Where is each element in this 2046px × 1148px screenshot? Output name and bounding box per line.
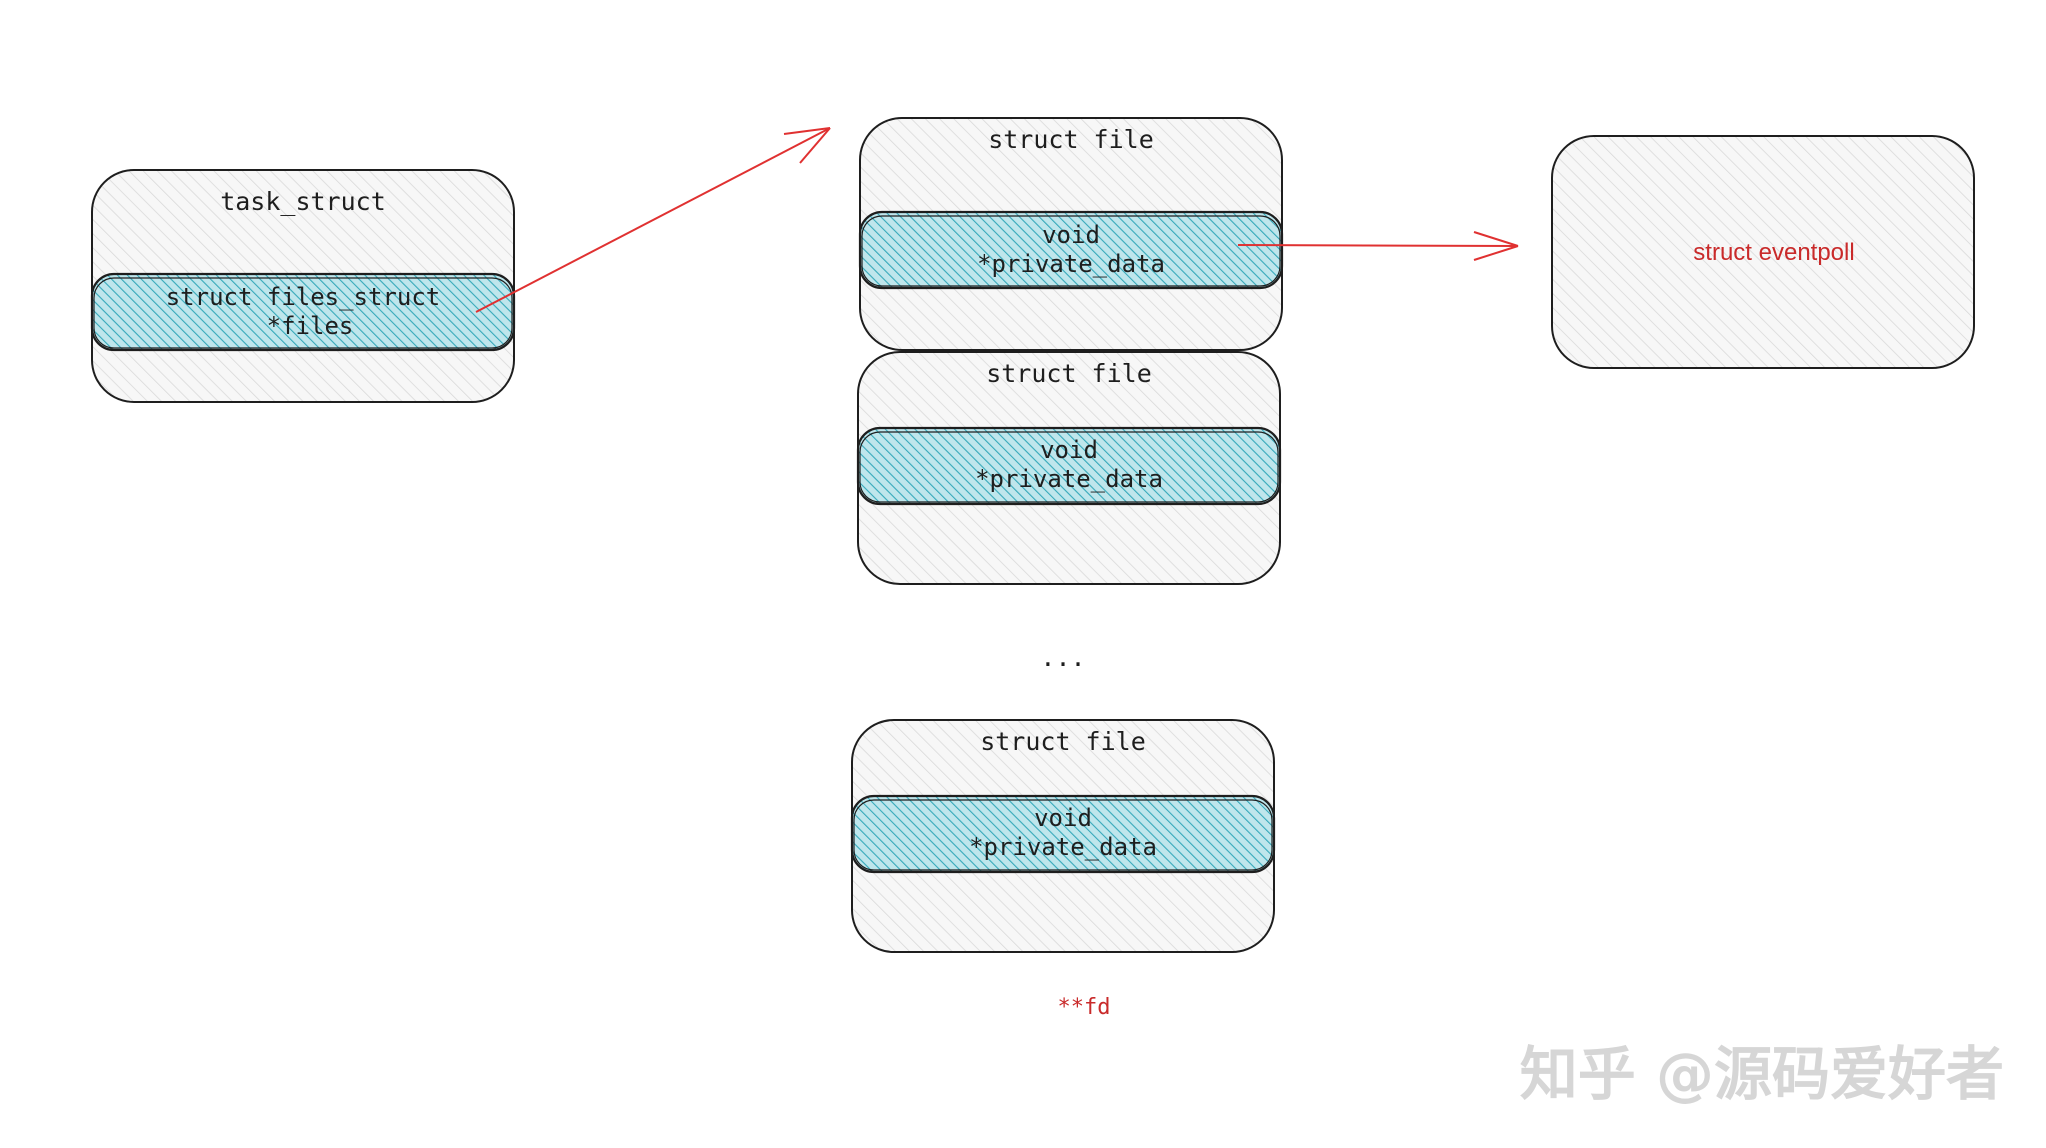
struct-file-box-1[interactable]: struct file void *private_data [858, 117, 1284, 351]
watermark-text: 知乎 @源码爱好者 [1520, 1040, 2004, 1108]
private-data-line1-2: void [1040, 436, 1098, 464]
private-data-line2-3: *private_data [969, 833, 1157, 861]
task-struct-box[interactable]: task_struct struct files_struct *files [90, 169, 516, 403]
files-field-line2: *files [267, 312, 354, 340]
eventpoll-label: struct eventpoll [1693, 239, 1854, 266]
fd-label: **fd [1058, 995, 1111, 1020]
struct-file-title-3: struct file [980, 727, 1146, 756]
files-field[interactable]: struct files_struct *files [90, 272, 516, 352]
private-data-field-2[interactable]: void *private_data [856, 426, 1282, 506]
struct-file-title-1: struct file [988, 125, 1154, 154]
private-data-line2-2: *private_data [975, 465, 1163, 493]
eventpoll-box[interactable]: struct eventpoll [1551, 135, 1975, 369]
private-data-line1-3: void [1034, 804, 1092, 832]
struct-file-title-2: struct file [986, 359, 1152, 388]
task-struct-title: task_struct [220, 187, 386, 216]
files-field-line1: struct files_struct [166, 283, 441, 311]
ellipsis-text: ... [1040, 643, 1085, 672]
struct-file-box-2[interactable]: struct file void *private_data [856, 351, 1282, 585]
files-to-file-arrow [475, 127, 831, 313]
private-data-field-1[interactable]: void *private_data [858, 210, 1284, 290]
private-data-to-eventpoll-arrow [1237, 231, 1519, 261]
private-data-line1-1: void [1042, 221, 1100, 249]
struct-file-box-3[interactable]: struct file void *private_data [850, 719, 1276, 953]
private-data-line2-1: *private_data [977, 250, 1165, 278]
private-data-field-3[interactable]: void *private_data [850, 794, 1276, 874]
